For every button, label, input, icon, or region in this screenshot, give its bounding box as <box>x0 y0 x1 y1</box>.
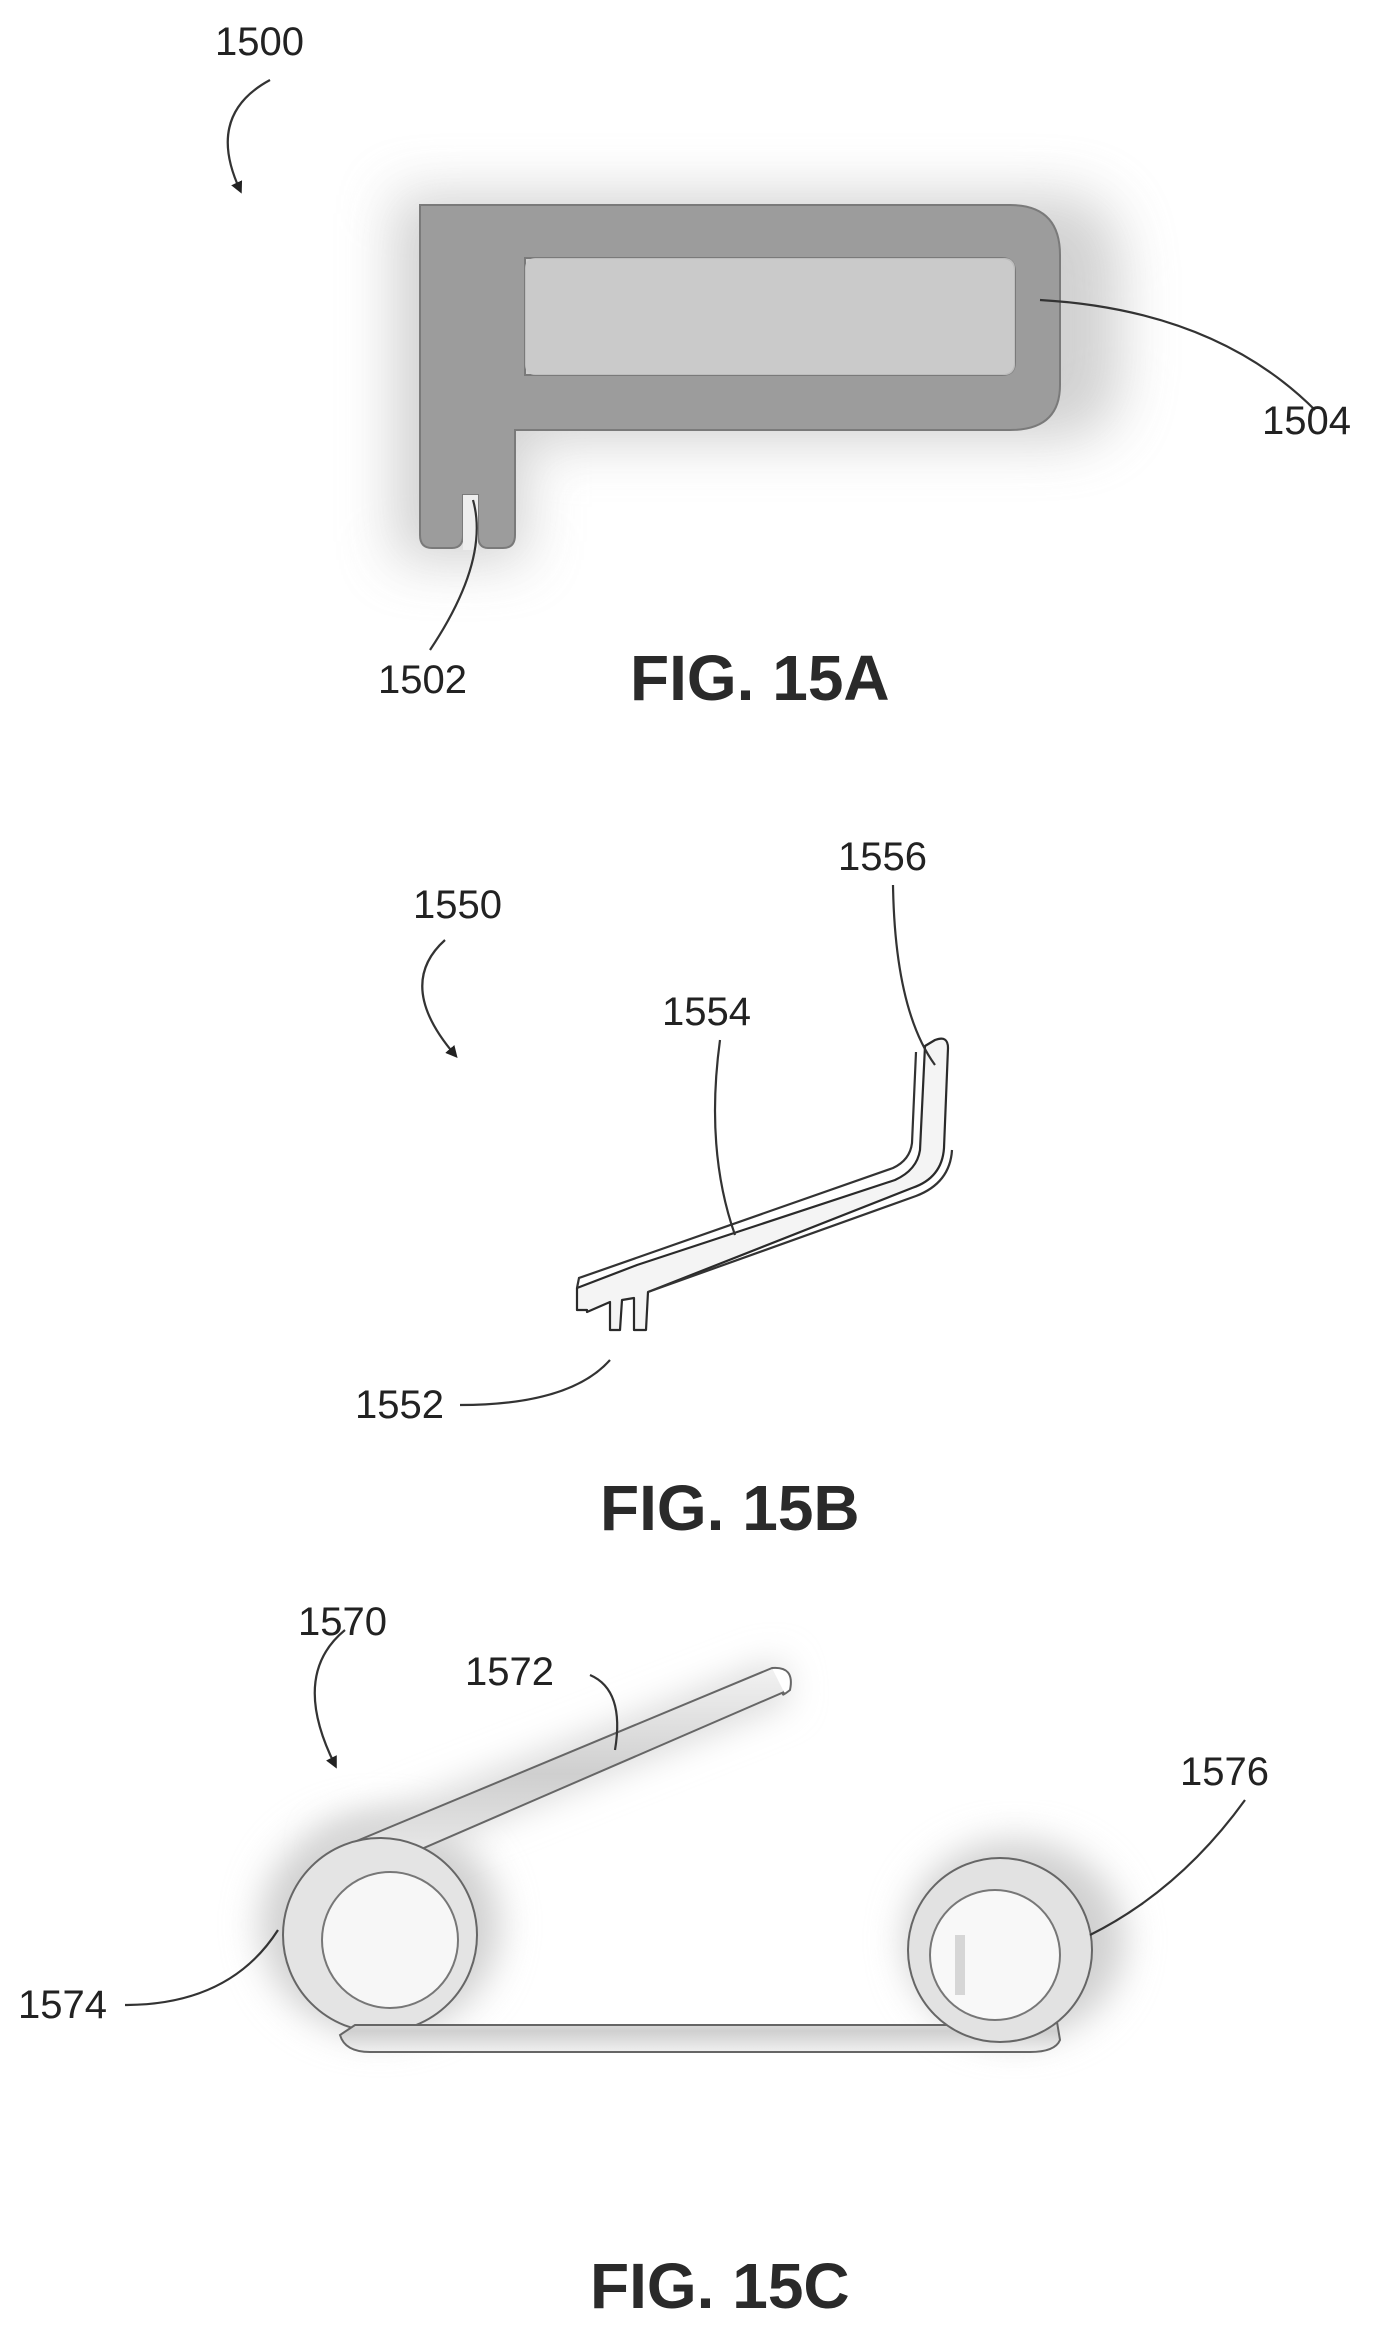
fig15a-ref-1504: 1504 <box>1262 399 1351 443</box>
fig15a-ref-1500: 1500 <box>215 20 304 64</box>
fig15b-ref-1554: 1554 <box>662 990 751 1034</box>
fig15a-leader-1504 <box>1039 298 1316 411</box>
fig15b-plate-edge <box>575 1051 918 1289</box>
fig15b-ref-1556: 1556 <box>838 835 927 879</box>
fig15b-plate <box>575 1037 950 1332</box>
fig15c-right-coil-seam <box>955 1935 965 1995</box>
fig15c-leader-1570 <box>313 1629 346 1769</box>
fig15b-caption: FIG. 15B <box>600 1472 860 1544</box>
fig15c-leader-1572 <box>589 1673 619 1751</box>
fig15c-ref-1576: 1576 <box>1180 1750 1269 1794</box>
fig15c-ref-1572: 1572 <box>465 1650 554 1694</box>
fig15a-caption: FIG. 15A <box>630 642 890 714</box>
figure-15c: 1570 1572 1576 1574 FIG. 15C <box>18 1600 1269 2322</box>
fig15c-leader-1576 <box>1089 1799 1246 1936</box>
fig15c-caption: FIG. 15C <box>590 2250 850 2322</box>
fig15a-ref-1502: 1502 <box>378 658 467 702</box>
figure-15b: 1556 1550 1554 1552 FIG. 15B <box>355 835 954 1544</box>
fig15b-ref-1552: 1552 <box>355 1383 444 1427</box>
fig15c-leader-1574 <box>124 1929 279 2007</box>
fig15b-plate-edge-2 <box>647 1149 954 1294</box>
fig15b-leader-1550 <box>421 939 458 1059</box>
fig15a-part-body <box>419 204 1061 549</box>
fig15b-leader-1556 <box>891 884 936 1066</box>
fig15a-leader-1500 <box>226 79 271 194</box>
fig15c-left-coil-inner <box>321 1871 459 2009</box>
fig15c-ref-1570: 1570 <box>298 1600 387 1644</box>
fig15a-leader-1502 <box>429 499 478 651</box>
figure-15a: 1500 1504 1502 FIG. 15A <box>215 20 1351 714</box>
fig15c-ref-1574: 1574 <box>18 1983 107 2027</box>
fig15c-right-coil-inner <box>929 1889 1061 2021</box>
fig15b-leader-1552 <box>459 1359 611 1407</box>
fig15c-arm-end <box>771 1666 792 1696</box>
fig15a-window <box>525 258 1015 375</box>
fig15b-ref-1550: 1550 <box>413 883 502 927</box>
fig15b-leader-1554 <box>713 1039 737 1236</box>
